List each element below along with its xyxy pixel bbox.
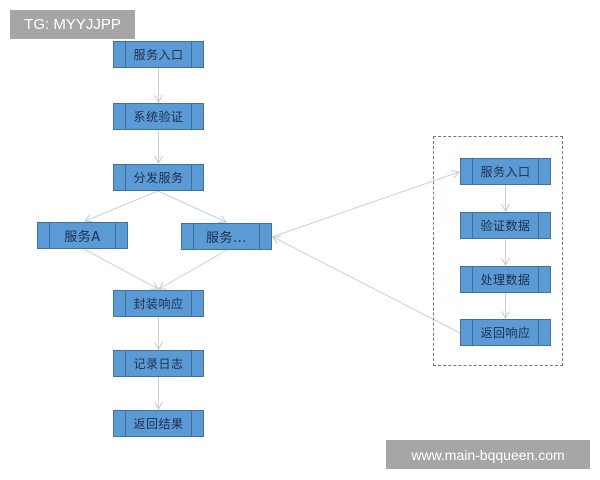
watermark-text: TG: MYYJJPP [24, 16, 121, 33]
node-detail-entry[interactable]: 服务入口 [460, 158, 551, 185]
node-label: 分发服务 [133, 171, 184, 185]
connector-dispatch-to-service-more [157, 190, 226, 222]
connector-service-more-to-wrap [159, 249, 228, 289]
node-service-entry[interactable]: 服务入口 [113, 41, 204, 68]
node-label: 返回响应 [480, 326, 531, 340]
node-label: 返回结果 [133, 417, 184, 431]
connector-dispatch-to-service-a [85, 190, 159, 221]
connector-service-more-to-detail-entry [271, 172, 459, 238]
node-wrap-response[interactable]: 封装响应 [113, 290, 204, 317]
node-label: 服务入口 [133, 48, 184, 62]
node-label: 记录日志 [133, 357, 184, 371]
watermark-text: www.main-bqqueen.com [411, 446, 565, 463]
node-return-response[interactable]: 返回响应 [460, 319, 551, 346]
node-service-a[interactable]: 服务A [37, 222, 128, 249]
service-detail-group [433, 136, 563, 366]
node-system-auth[interactable]: 系统验证 [113, 103, 204, 130]
node-label: 系统验证 [133, 110, 184, 124]
node-label: 验证数据 [480, 219, 531, 233]
node-label: 服务入口 [480, 165, 531, 179]
node-dispatch-service[interactable]: 分发服务 [113, 164, 204, 191]
connector-detail-return-to-service-more [273, 237, 461, 334]
node-label: 服务... [206, 231, 247, 246]
node-label: 服务A [64, 230, 101, 245]
connector-service-a-to-wrap [83, 248, 158, 289]
watermark-bottom-right: www.main-bqqueen.com [386, 440, 590, 469]
node-validate-data[interactable]: 验证数据 [460, 212, 551, 239]
node-label: 处理数据 [480, 273, 531, 287]
node-process-data[interactable]: 处理数据 [460, 266, 551, 293]
node-label: 封装响应 [133, 297, 184, 311]
watermark-top-left: TG: MYYJJPP [10, 10, 135, 39]
node-log-record[interactable]: 记录日志 [113, 350, 204, 377]
node-return-result[interactable]: 返回结果 [113, 410, 204, 437]
node-service-more[interactable]: 服务... [181, 223, 272, 250]
